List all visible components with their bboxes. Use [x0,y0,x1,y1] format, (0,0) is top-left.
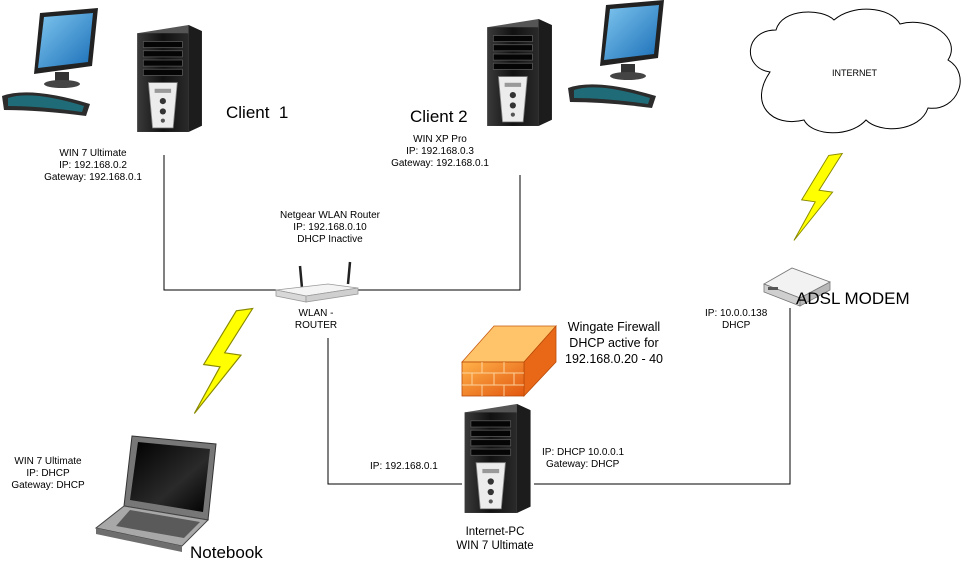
modem-dhcp: DHCP [722,320,751,331]
connection-lines [163,155,791,485]
router-name: Netgear WLAN Router [279,210,381,221]
client2-title: Client 2 [410,107,468,126]
firewall-icon [461,324,557,398]
internet-pc-tower-icon [464,404,532,514]
line-client2-router [356,175,521,291]
line-router-internet-pc [327,338,462,485]
client1-gateway: Gateway: 192.168.0.1 [44,172,142,183]
adsl-modem-icon [763,267,831,307]
client1-os: WIN 7 Ultimate [59,148,127,159]
internet-cloud-icon [750,8,961,134]
notebook-title: Notebook [190,543,263,562]
line-client1-router [163,155,280,291]
router-ip: IP: 192.168.0.10 [293,222,367,233]
firewall-line3: 192.168.0.20 - 40 [565,352,663,366]
client1-monitor-icon [2,8,98,116]
modem-title: ADSL MODEM [796,289,910,308]
internet-pc-gateway: Gateway: DHCP [546,459,620,470]
firewall-line2: DHCP active for [569,336,659,350]
router-label-line2: ROUTER [294,320,338,331]
client2-tower-icon [486,18,553,127]
internet-pc-title: Internet-PC [465,526,525,538]
internet-label: INTERNET [832,68,877,78]
router-dhcp-status: DHCP Inactive [297,234,363,245]
internet-pc-lan-ip: IP: 192.168.0.1 [370,461,438,472]
notebook-ip: IP: DHCP [26,468,70,479]
lightning-notebook-icon [193,307,254,415]
internet-pc-os: WIN 7 Ultimate [456,540,534,552]
client1-tower-icon [136,24,203,133]
modem-ip: IP: 10.0.0.138 [705,308,768,319]
notebook-gateway: Gateway: DHCP [11,480,85,491]
notebook-os: WIN 7 Ultimate [14,456,82,467]
notebook-laptop-icon [94,435,217,552]
wlan-router-icon [275,261,359,303]
client1-ip: IP: 192.168.0.2 [59,160,127,171]
line-internet-pc-modem [534,308,791,485]
firewall-line1: Wingate Firewall [567,320,661,334]
lightning-modem-icon [793,152,843,242]
router-label-line1: WLAN - [298,308,334,319]
client2-monitor-icon [568,0,664,108]
client2-gateway: Gateway: 192.168.0.1 [391,158,489,169]
client1-title: Client 1 [226,103,289,122]
client2-os: WIN XP Pro [413,134,467,145]
client2-ip: IP: 192.168.0.3 [406,146,474,157]
internet-pc-wan-ip: IP: DHCP 10.0.0.1 [542,447,625,458]
